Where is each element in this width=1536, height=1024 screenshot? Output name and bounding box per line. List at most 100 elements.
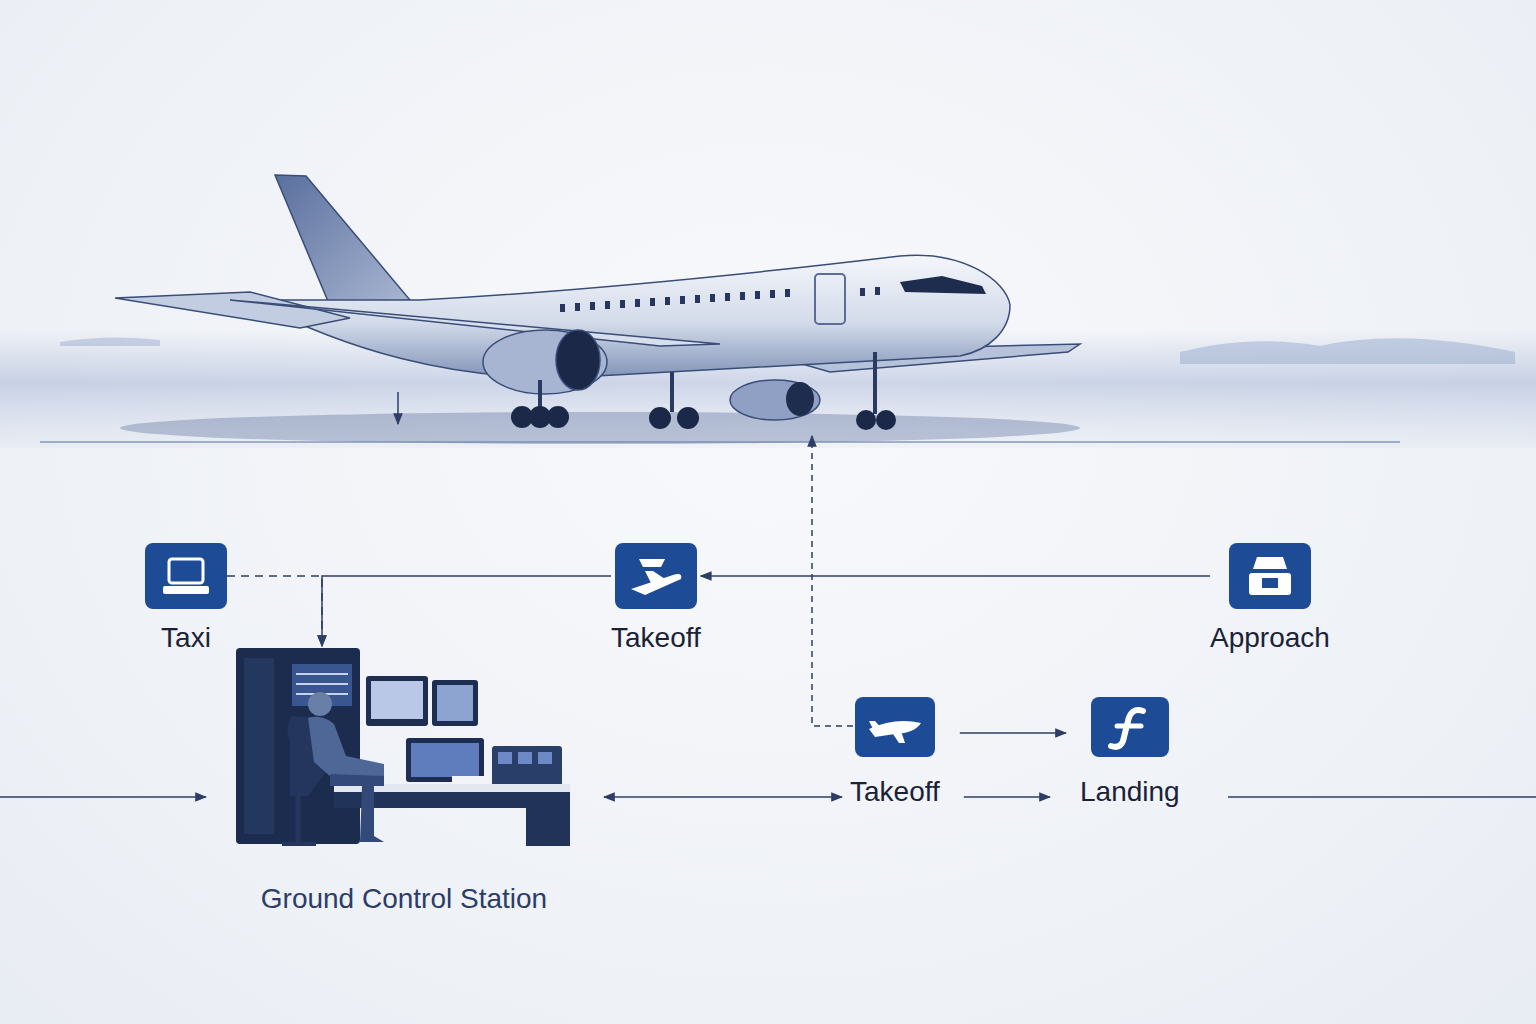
node-label: Approach — [1210, 621, 1330, 655]
control-station-illustration-part — [492, 746, 562, 786]
connector-line — [701, 575, 1210, 577]
phase-icon — [145, 543, 227, 609]
phase-icon-part — [169, 559, 203, 583]
control-station-illustration-part — [296, 683, 348, 685]
control-station-illustration-part — [437, 685, 473, 721]
phase-icon-part — [163, 586, 209, 594]
connector — [604, 797, 842, 798]
leader-lines — [0, 392, 1536, 797]
airliner-part — [511, 406, 896, 430]
airliner-part — [730, 380, 820, 420]
node-label: Takeoff — [850, 775, 940, 809]
phase-icon-part — [869, 721, 883, 733]
airliner-part-part — [680, 296, 685, 304]
airliner-part — [540, 352, 875, 414]
control-station-illustration-part — [371, 681, 423, 719]
phase-icon-part — [639, 559, 665, 567]
phase-icon — [1229, 543, 1311, 609]
runway-ground-part — [120, 412, 1080, 444]
phase-icon — [615, 543, 697, 609]
airliner-part-part — [695, 295, 700, 303]
control-station-illustration-part — [406, 738, 484, 782]
airliner-part-part — [547, 406, 569, 428]
station-node: Ground Control Station — [234, 646, 574, 916]
connector-line — [964, 796, 1050, 798]
phase-node: Landing — [1080, 697, 1180, 809]
node-label: Takeoff — [611, 621, 701, 655]
runway-ground-part — [60, 337, 160, 346]
leader-lines-part — [812, 436, 853, 726]
airliner-part-part — [856, 410, 876, 430]
airliner-part-part — [860, 288, 865, 296]
airliner-part-part — [590, 302, 595, 310]
phase-icon-part — [1262, 578, 1278, 588]
control-station-illustration-part — [330, 774, 384, 842]
phase-node: Takeoff — [850, 697, 940, 809]
node-label: Taxi — [161, 621, 211, 655]
airliner-part-part — [575, 303, 580, 311]
airliner-part-part — [620, 300, 625, 308]
control-station-illustration-part — [498, 752, 512, 764]
connector-line — [960, 732, 1066, 734]
airliner-part-part — [770, 290, 775, 298]
airliner-part — [560, 287, 880, 312]
control-station-illustration-part — [296, 673, 348, 675]
connector — [322, 576, 611, 646]
airliner-part-part — [875, 287, 880, 295]
phase-icon — [855, 697, 935, 757]
control-station-illustration-part — [308, 692, 332, 716]
phase-icon-part — [145, 543, 227, 609]
phase-icon-part — [1091, 697, 1169, 757]
control-station-illustration-part — [538, 752, 552, 764]
control-station-illustration-part — [308, 717, 384, 778]
phase-icon-part — [1253, 557, 1287, 569]
phase-icon-part — [645, 571, 665, 583]
connector — [227, 576, 322, 646]
airliner-part — [250, 255, 1010, 378]
leader-lines-part — [397, 392, 399, 424]
airliner-part — [230, 300, 720, 346]
phase-icon-part — [1249, 573, 1291, 595]
airliner-part-part — [710, 294, 715, 302]
airliner-part-part — [649, 407, 671, 429]
control-station-illustration-part — [296, 796, 301, 842]
airliner-part-part — [635, 299, 640, 307]
phase-icon-part — [891, 731, 905, 743]
phase-icon-part — [615, 543, 697, 609]
airliner-part — [483, 330, 607, 394]
runway-ground-part — [1180, 338, 1515, 364]
airliner-part — [900, 276, 986, 294]
phase-node: Approach — [1210, 543, 1330, 655]
control-station-illustration-part — [518, 752, 532, 764]
phase-icon-part — [855, 697, 935, 757]
control-station-illustration-part — [432, 680, 478, 726]
airliner-part-part — [755, 291, 760, 299]
phase-icon-part — [1229, 543, 1311, 609]
airliner-part — [275, 175, 410, 306]
leader-lines-part — [1228, 796, 1536, 798]
connector-line — [322, 576, 611, 646]
airliner-part-part — [665, 297, 670, 305]
airliner-part — [786, 382, 814, 416]
connector — [960, 733, 1066, 797]
connector — [701, 576, 1210, 577]
airliner-part-part — [740, 292, 745, 300]
airliner-part-part — [725, 293, 730, 301]
node-label: Landing — [1080, 775, 1180, 809]
phase-node: Taxi — [145, 543, 227, 655]
connector-line — [604, 796, 842, 798]
phase-icon-part — [1111, 710, 1143, 747]
control-station-illustration-part — [411, 743, 479, 777]
node-label: Ground Control Station — [261, 882, 547, 916]
airliner-part-part — [873, 352, 877, 414]
phase-icon — [1091, 697, 1169, 757]
leader-lines-part — [0, 796, 206, 798]
airliner-part-part — [785, 289, 790, 297]
airliner — [115, 175, 1080, 430]
connector-line — [227, 576, 322, 646]
control-station-illustration-part — [366, 676, 428, 726]
airliner-part-part — [560, 304, 565, 312]
phase-node: Takeoff — [611, 543, 701, 655]
